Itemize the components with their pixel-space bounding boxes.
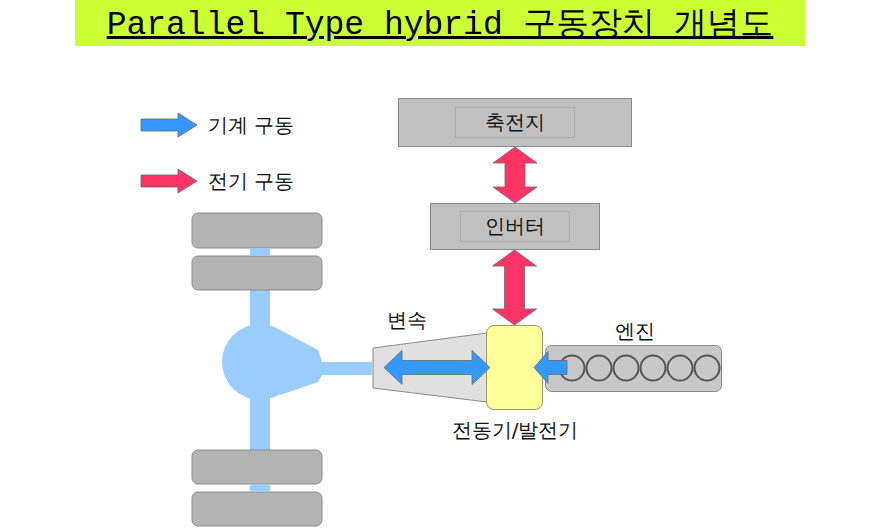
legend-label: 기계 구동: [208, 112, 294, 138]
part-name: 변속: [372, 307, 442, 334]
axle: [250, 484, 270, 492]
engine: 엔진: [545, 316, 723, 393]
legend-arrow: [141, 169, 197, 193]
legend-arrow-swatch: [140, 111, 200, 139]
legend-text: 기계 구동: [208, 112, 294, 139]
title-text: Parallel Type hybrid 구동장치 개념도: [107, 1, 774, 46]
part-label: 변속: [387, 308, 427, 332]
legend-arrow-swatch: [140, 167, 200, 195]
part-label: 엔진: [615, 319, 655, 343]
part-name: 전동기/발전기: [430, 417, 600, 444]
differential: [222, 324, 298, 400]
node-label: 인버터: [485, 213, 545, 240]
cylinder: [641, 356, 666, 381]
battery-box: 축전지: [398, 98, 632, 147]
label-panel: 축전지: [455, 107, 575, 138]
wheel: [192, 213, 322, 248]
block-arrow: [384, 351, 490, 385]
engine-outline: [546, 346, 722, 392]
inverter-box: 인버터: [430, 203, 600, 250]
legend-arrow: [141, 113, 197, 137]
cylinder: [668, 356, 693, 381]
wheel: [192, 450, 322, 484]
cylinder: [587, 356, 612, 381]
engine-block: [545, 345, 723, 393]
wheel: [192, 256, 322, 290]
cylinder: [695, 356, 720, 381]
axle: [250, 248, 270, 256]
part-label: 전동기/발전기: [452, 418, 579, 442]
legend-text: 전기 구동: [208, 168, 294, 195]
title-banner: Parallel Type hybrid 구동장치 개념도: [75, 0, 805, 46]
block-arrow: [493, 147, 537, 203]
legend-label: 전기 구동: [208, 168, 294, 194]
part-name: 엔진: [585, 318, 685, 345]
wheel: [192, 492, 322, 526]
block-arrow: [493, 250, 537, 325]
cylinder: [614, 356, 639, 381]
block-arrow: [534, 352, 567, 384]
label-panel: 인버터: [460, 211, 570, 242]
node-label: 축전지: [485, 109, 545, 136]
